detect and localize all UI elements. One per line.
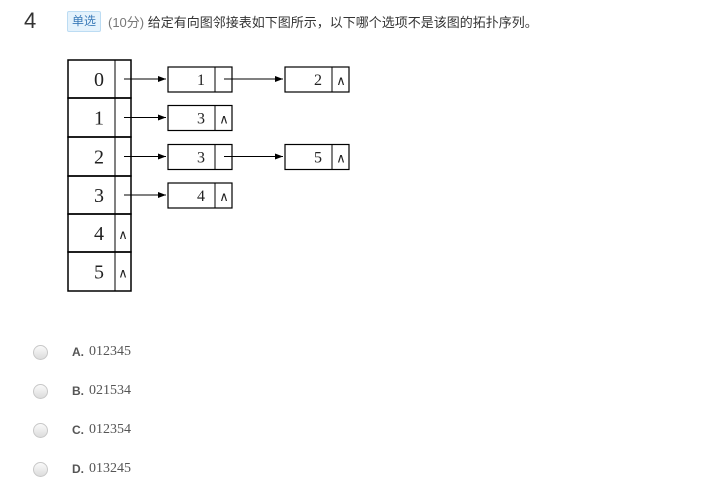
vertex-row: 2 3 5 ∧ [67,136,350,177]
option-b[interactable]: B. 021534 [33,381,131,401]
option-d[interactable]: D. 013245 [33,459,131,479]
edge-node [284,143,350,171]
null-pointer-icon: ∧ [336,73,346,88]
null-pointer-icon: ∧ [336,151,346,166]
null-pointer-icon: ∧ [219,112,229,127]
question-number: 4 [24,8,37,33]
option-value: 012345 [89,344,131,359]
vertex-label: 5 [94,262,104,284]
option-letter: B. [72,384,84,398]
vertex-label: 3 [94,185,104,207]
vertex-label: 1 [94,108,104,130]
question-text: (10分) 给定有向图邻接表如下图所示，以下哪个选项不是该图的拓扑序列。 [108,12,538,31]
option-letter: D. [72,462,84,476]
vertex-row: 3 4 ∧ [67,175,233,215]
edge-node [167,104,233,132]
radio-button[interactable] [33,422,48,438]
vertex-label: 0 [94,69,104,91]
question-score: (10分) [108,15,145,30]
vertex-row: 5∧ [67,251,132,292]
radio-button[interactable] [33,383,48,399]
option-c[interactable]: C. 012354 [33,420,131,440]
option-letter: A. [72,345,84,359]
edge-node-label: 3 [197,150,205,167]
vertex-label: 2 [94,147,104,169]
null-pointer-icon: ∧ [219,189,229,204]
edge-node-label: 4 [197,188,205,205]
vertex-row: 4∧ [67,213,132,253]
radio-button[interactable] [33,344,48,360]
edge-node-label: 1 [197,72,205,89]
option-letter: C. [72,423,84,437]
option-a[interactable]: A. 012345 [33,342,131,362]
option-value: 021534 [89,383,131,398]
edge-node-label: 2 [314,72,322,89]
vertex-row: 1 3 ∧ [67,97,233,138]
edge-node [167,182,233,209]
vertex-row: 0 1 2 ∧ [67,59,350,99]
vertex-label: 4 [94,223,104,245]
option-value: 012354 [89,422,131,437]
radio-button[interactable] [33,461,48,477]
option-value: 013245 [89,461,131,476]
vertex-cell [67,251,132,292]
null-pointer-icon: ∧ [118,227,128,242]
null-pointer-icon: ∧ [118,266,128,281]
question-prompt: 给定有向图邻接表如下图所示，以下哪个选项不是该图的拓扑序列。 [147,15,538,30]
edge-node-label: 5 [314,150,322,167]
question-type-badge: 单选 [67,11,102,32]
edge-node-label: 3 [197,111,205,128]
edge-node [284,66,350,93]
